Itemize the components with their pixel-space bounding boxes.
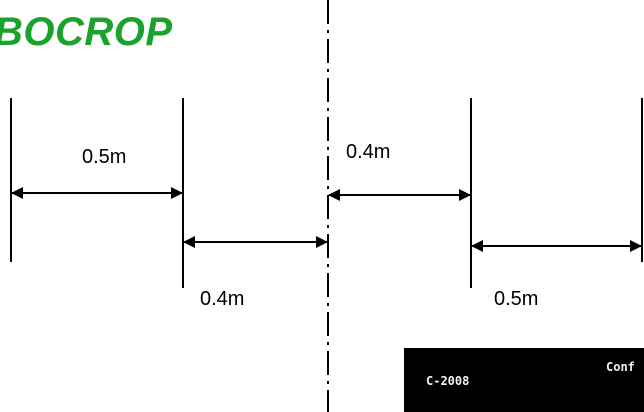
photo-inset-right-text: Conf [606, 360, 635, 374]
photo-inset-left-text: C-2008 [426, 374, 470, 388]
spacing-label-bottom-left: 0.4m [200, 288, 245, 310]
spacing-label-top-right: 0.4m [346, 141, 391, 163]
spacing-label-bottom-right: 0.5m [494, 288, 539, 310]
diagram-title: BOCROP [0, 10, 173, 54]
spacing-label-top-left: 0.5m [82, 146, 127, 168]
photo-inset: C-2008 Conf [404, 348, 644, 412]
